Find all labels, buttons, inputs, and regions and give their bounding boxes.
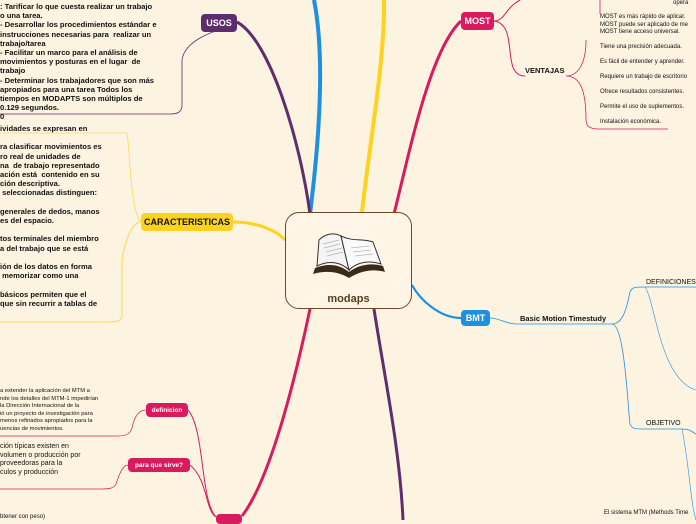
ventaja-item: Es fácil de entender y aprender. [600, 59, 685, 65]
open-book-icon [313, 233, 385, 278]
link-most-top [493, 0, 521, 22]
link-para-text [0, 464, 129, 490]
ventaja-item: Requiere un trabajo de escritorio [600, 74, 688, 80]
link-caracteristicas [232, 220, 287, 242]
topic-most[interactable]: MOST [461, 12, 494, 30]
link-ventajas-items [565, 39, 668, 130]
bmt-definiciones[interactable]: DEFINICIONES [646, 279, 696, 286]
topic-bmt[interactable]: BMT [461, 310, 490, 326]
link-bottom-purple [372, 308, 405, 520]
topic-usos[interactable]: USOS [201, 14, 237, 32]
ventaja-item: Tiene una precisión adecuada. [600, 44, 682, 50]
ventajas-label[interactable]: VENTAJAS [525, 66, 565, 75]
usos-description: : Tarificar lo que cuesta realizar un tr… [0, 2, 157, 122]
caracteristicas-description: ividades se expresan en ra clasificar mo… [0, 124, 102, 308]
link-most-ventajas [493, 20, 526, 77]
link-bmt-obj [611, 323, 696, 435]
ventaja-item: Ofrece resultados consistentes. [600, 89, 685, 95]
most-top-text: MOST es más rápido de aplicar. MOST pued… [600, 14, 688, 35]
para-que-sirve-text: ción típicas existen en volumen o produc… [0, 443, 81, 476]
link-usos [236, 20, 312, 215]
link-para [189, 464, 217, 518]
bmt-objetivo[interactable]: OBJETIVO [646, 420, 681, 427]
link-definicion [187, 409, 217, 518]
topic-caracteristicas[interactable]: CARACTERISTICAS [141, 213, 233, 231]
bmt-subtopic[interactable]: Basic Motion Timestudy [520, 314, 607, 323]
link-caracteristicas-text [0, 221, 142, 323]
most-top-cut: opera [673, 0, 689, 6]
bottom-left-cut-text: btener con peso) [0, 514, 46, 520]
link-bmt-defs [611, 286, 696, 325]
central-node[interactable]: modaps [285, 212, 412, 309]
subtopic-para-que-sirve[interactable]: para que sirve? [128, 458, 190, 472]
link-bmt-label [489, 317, 612, 325]
subtopic-definicion[interactable]: definicion [146, 403, 188, 417]
ventaja-item: Permite el uso de suplementos. [600, 104, 685, 110]
topic-bottom[interactable] [216, 514, 242, 524]
link-top-yellow [360, 0, 387, 213]
link-bmt [411, 284, 462, 320]
link-most [392, 19, 463, 215]
bmt-bottom-text: El sistema MTM (Methods Time [604, 510, 689, 516]
definicion-text: a extender la aplicación del MTM a nde l… [0, 388, 99, 432]
link-bottom-topic [240, 308, 312, 517]
link-definicion-text [0, 409, 147, 437]
link-top-blue [308, 0, 323, 215]
ventaja-item: Instalación económica. [600, 119, 662, 125]
central-title: modaps [327, 293, 370, 305]
